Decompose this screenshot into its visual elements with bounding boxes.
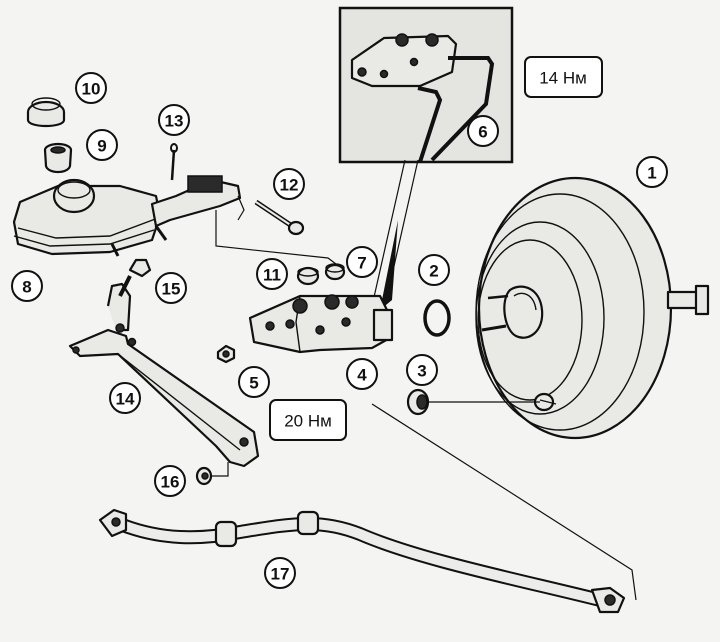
svg-text:6: 6	[478, 123, 487, 142]
callout-16: 16	[154, 465, 186, 497]
inset-leader-c	[380, 220, 398, 310]
svg-text:11: 11	[263, 266, 281, 285]
svg-text:16: 16	[161, 473, 180, 492]
reservoir-grommets	[296, 263, 346, 286]
inset-leader-a	[371, 159, 406, 307]
torque-label-20nm: 20 Нм	[269, 399, 347, 441]
hose-leader	[371, 403, 637, 601]
callout-13: 13	[158, 104, 190, 136]
retaining-pin	[170, 143, 178, 181]
callout-1: 1	[636, 156, 668, 188]
callout-17: 17	[264, 557, 296, 589]
svg-text:1: 1	[647, 164, 656, 183]
torque-label-14nm: 14 Нм	[524, 56, 603, 98]
inset-detail	[338, 6, 514, 164]
bracket-screw	[118, 258, 152, 297]
callout-15: 15	[155, 272, 187, 304]
callout-3: 3	[406, 354, 438, 386]
callout-4: 4	[346, 358, 378, 390]
reservoir-cap	[26, 97, 66, 128]
svg-text:8: 8	[22, 278, 31, 297]
callout-11: 11	[256, 258, 288, 290]
svg-text:4: 4	[357, 366, 367, 385]
svg-text:14 Нм: 14 Нм	[539, 69, 587, 88]
callout-10: 10	[75, 72, 107, 104]
svg-text:10: 10	[82, 80, 101, 99]
reservoir-leader	[215, 210, 337, 265]
bracket-washer	[195, 462, 229, 486]
svg-text:2: 2	[429, 262, 438, 281]
reservoir-strainer	[43, 142, 73, 174]
fluid-reservoir	[12, 175, 242, 257]
svg-text:9: 9	[97, 137, 106, 156]
svg-text:14: 14	[116, 390, 135, 409]
svg-text:20 Нм: 20 Нм	[284, 412, 332, 431]
mounting-bracket	[68, 282, 260, 468]
master-cylinder	[248, 294, 394, 354]
callout-14: 14	[109, 382, 141, 414]
callout-8: 8	[11, 270, 43, 302]
callout-5: 5	[238, 366, 270, 398]
o-ring	[423, 299, 451, 337]
mounting-nut	[216, 344, 236, 364]
vacuum-hose	[98, 508, 626, 614]
callout-7: 7	[346, 246, 378, 278]
callout-12: 12	[273, 168, 305, 200]
callout-9: 9	[86, 129, 118, 161]
svg-text:5: 5	[249, 374, 258, 393]
svg-text:12: 12	[280, 176, 299, 195]
callout-2: 2	[418, 254, 450, 286]
svg-text:7: 7	[357, 254, 366, 273]
bracket-bolt	[254, 199, 305, 236]
callout-6: 6	[467, 115, 499, 147]
brake-booster	[475, 176, 710, 440]
svg-text:17: 17	[271, 565, 290, 584]
booster-nut	[406, 388, 540, 416]
svg-text:13: 13	[165, 112, 184, 131]
svg-text:15: 15	[162, 280, 181, 299]
svg-text:3: 3	[417, 362, 426, 381]
